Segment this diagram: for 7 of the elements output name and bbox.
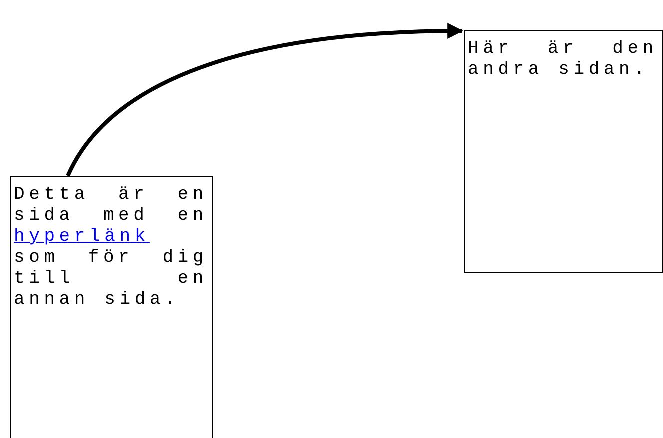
page-text: Här är den andra sidan. [468,39,658,81]
hyperlink: hyperlänk [14,227,151,248]
page-text: som för dig till en annan sida. [14,248,208,311]
page-box [10,176,213,438]
arrow [66,23,464,177]
page-text: Detta är en sida med en [14,185,208,227]
page-box [464,30,663,273]
